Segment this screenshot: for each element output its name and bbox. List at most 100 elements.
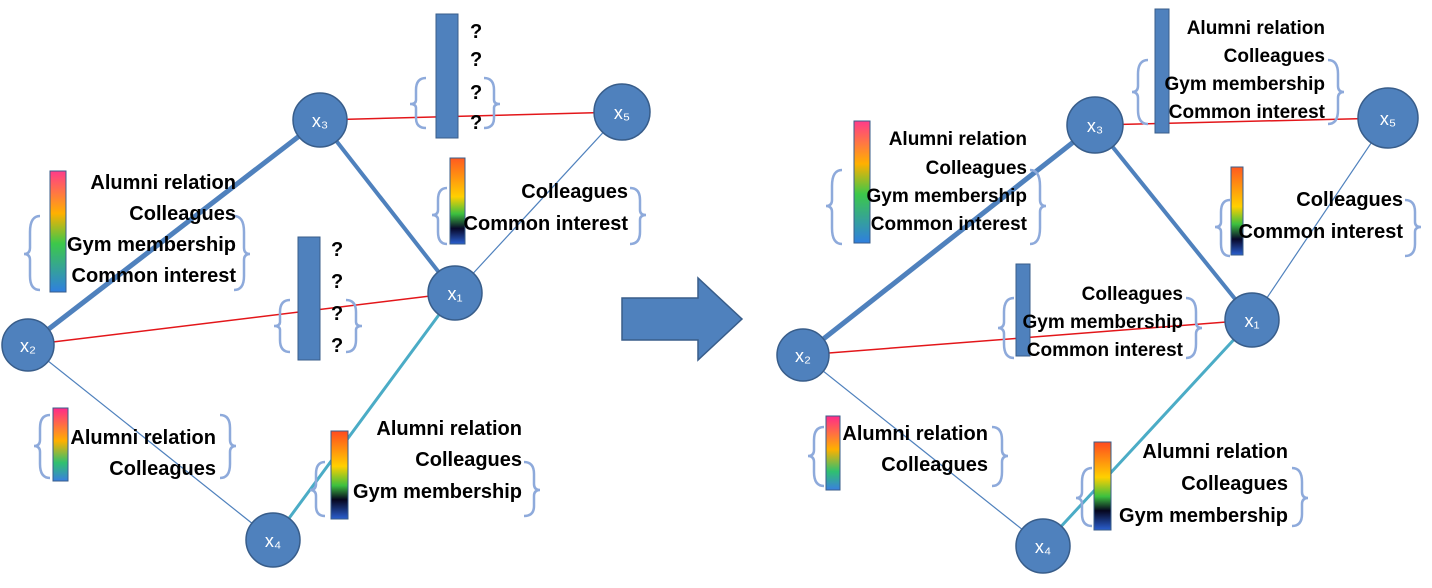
node-x4-label: x₄ — [265, 531, 281, 551]
relation-alumni: Alumni relation — [70, 427, 216, 449]
relation-unknown-2: ? — [331, 271, 343, 293]
left-graph: x₃ x₅ x₁ x₂ x₄ ? ? ? ? — [1, 13, 651, 568]
relation-common: Common interest — [1027, 340, 1184, 361]
node-x4: x₄ — [245, 512, 301, 568]
label-x2-x3: Alumni relation Colleagues Gym membershi… — [23, 170, 251, 293]
label-x4-x1: Alumni relation Colleagues Gym membershi… — [1075, 441, 1309, 531]
relation-colleagues: Colleagues — [521, 181, 628, 203]
brace-left — [33, 413, 51, 480]
relation-alumni: Alumni relation — [376, 418, 522, 440]
right-graph: x₃ x₅ x₁ x₂ x₄ Alumni relation Colleague… — [776, 8, 1422, 574]
node-x3-label: x₃ — [1087, 116, 1103, 136]
relation-unknown-4: ? — [331, 335, 343, 357]
edge-x3-x1 — [1093, 123, 1254, 322]
relation-common: Common interest — [1169, 102, 1326, 123]
relation-gym: Gym membership — [1023, 312, 1184, 333]
relation-colleagues: Colleagues — [1181, 473, 1288, 495]
relation-gym: Gym membership — [867, 186, 1028, 207]
node-x1-label: x₁ — [1244, 311, 1259, 331]
relation-bar — [435, 13, 459, 139]
node-x2-label: x₂ — [795, 346, 811, 366]
node-x3-label: x₃ — [312, 111, 328, 131]
relation-common: Common interest — [871, 214, 1028, 235]
brace-left — [807, 425, 825, 488]
brace-right — [523, 460, 541, 518]
relation-colleagues: Colleagues — [415, 449, 522, 471]
relation-gym: Gym membership — [1119, 505, 1288, 527]
edge-x2-x3 — [26, 118, 322, 347]
node-x4: x₄ — [1015, 518, 1071, 574]
label-x2-x4: Alumni relation Colleagues — [807, 415, 1009, 491]
brace-right — [1029, 168, 1047, 246]
label-x2-x4: Alumni relation Colleagues — [33, 407, 237, 482]
brace-right — [629, 186, 647, 246]
relation-unknown-2: ? — [470, 49, 482, 71]
brace-right — [233, 214, 251, 292]
relation-alumni: Alumni relation — [842, 423, 988, 445]
brace-left — [997, 296, 1015, 360]
edge-x4-x1 — [271, 292, 457, 541]
brace-left — [409, 76, 427, 130]
label-x2-x3: Alumni relation Colleagues Gym membershi… — [825, 120, 1047, 246]
relation-gym: Gym membership — [353, 481, 522, 503]
label-x1-x5: Colleagues Common interest — [431, 157, 647, 246]
relation-gym: Gym membership — [67, 234, 236, 256]
relation-gradient-bar — [1230, 166, 1244, 256]
relation-colleagues: Colleagues — [881, 454, 988, 476]
relation-unknown-1: ? — [331, 239, 343, 261]
relation-gym: Gym membership — [1165, 74, 1326, 95]
relation-common: Common interest — [464, 213, 629, 235]
edge-x3-x1 — [318, 118, 457, 295]
node-x2: x₂ — [1, 318, 55, 372]
relation-bar — [297, 236, 321, 361]
brace-right — [483, 76, 501, 130]
relation-common: Common interest — [1239, 221, 1404, 243]
edge-x2-x1-unknown — [27, 292, 456, 346]
relation-unknown-3: ? — [470, 82, 482, 104]
node-x1: x₁ — [427, 265, 483, 321]
relation-gradient-bar — [330, 430, 349, 520]
brace-left — [1214, 198, 1231, 258]
brace-left — [825, 168, 843, 246]
label-x4-x1: Alumni relation Colleagues Gym membershi… — [309, 418, 541, 520]
relation-colleagues: Colleagues — [1082, 284, 1183, 305]
edge-x2-x4 — [27, 344, 274, 541]
label-x2-x1: Colleagues Gym membership Common interes… — [997, 263, 1203, 361]
brace-right — [345, 298, 363, 354]
node-x5-label: x₅ — [614, 103, 630, 123]
label-x3-x5-unknown: ? ? ? ? — [409, 13, 501, 139]
relation-colleagues: Colleagues — [926, 158, 1027, 179]
label-x3-x5: Alumni relation Colleagues Gym membershi… — [1131, 8, 1345, 134]
node-x3: x₃ — [1066, 96, 1124, 154]
edge-x2-x4 — [802, 354, 1044, 547]
brace-right — [1185, 296, 1203, 360]
brace-left — [23, 214, 41, 292]
node-x4-label: x₄ — [1035, 537, 1051, 557]
relation-unknown-1: ? — [470, 21, 482, 43]
brace-left — [1131, 58, 1149, 126]
relation-unknown-3: ? — [331, 303, 343, 325]
brace-right — [991, 425, 1009, 488]
edge-x4-x1 — [1041, 318, 1254, 548]
brace-right — [1404, 198, 1422, 258]
node-x2-label: x₂ — [20, 336, 36, 356]
node-x2: x₂ — [776, 328, 830, 382]
relation-gradient-bar — [449, 157, 466, 245]
brace-left — [273, 298, 291, 354]
label-x1-x5: Colleagues Common interest — [1214, 166, 1422, 258]
relation-common: Common interest — [72, 265, 237, 287]
brace-right — [1291, 466, 1309, 528]
transition-arrow — [621, 276, 744, 362]
brace-left — [1075, 466, 1093, 528]
edge-x2-x3 — [801, 123, 1097, 357]
brace-right — [1327, 58, 1345, 126]
brace-right — [219, 413, 237, 480]
relation-gradient-bar — [853, 120, 871, 244]
label-x2-x1-unknown: ? ? ? ? — [273, 236, 363, 361]
node-x5: x₅ — [1357, 87, 1419, 149]
relation-gradient-bar — [49, 170, 67, 293]
node-x5-label: x₅ — [1380, 109, 1396, 129]
node-x5: x₅ — [593, 83, 651, 141]
edge-x1-x5 — [1251, 117, 1389, 321]
